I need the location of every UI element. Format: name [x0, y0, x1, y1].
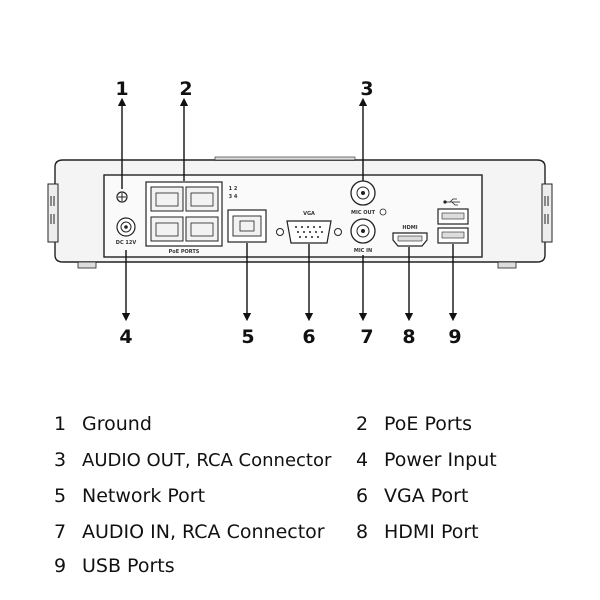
callout-2: 2	[179, 78, 192, 100]
port-numbers-top: 1 2	[229, 186, 238, 192]
callout-arrows	[117, 97, 458, 322]
legend: 1 Ground 2 PoE Ports 3 AUDIO OUT, RCA Conne…	[0, 400, 600, 600]
mic-out-label: MIC OUT	[351, 210, 376, 216]
legend-label: AUDIO IN, RCA Connector	[82, 521, 325, 543]
legend-label: USB Ports	[82, 555, 175, 577]
audio-in-rca: MIC IN	[350, 218, 376, 254]
legend-item: 4 Power Input	[356, 449, 497, 471]
callout-5: 5	[241, 326, 254, 348]
legend-number: 6	[356, 485, 369, 507]
vga-label: VGA	[303, 211, 315, 217]
legend-number: 5	[54, 485, 67, 507]
legend-label: VGA Port	[384, 485, 469, 507]
audio-out-rca: MIC OUT	[350, 180, 387, 216]
usb-icon	[443, 198, 460, 206]
left-vents	[47, 183, 59, 243]
legend-label: Ground	[82, 413, 152, 435]
dc-in-label: DC 12V	[116, 240, 137, 246]
vga-port: VGA	[276, 211, 342, 244]
usb-ports	[437, 198, 469, 244]
foot-left	[77, 261, 97, 269]
power-input-jack: DC 12V	[116, 217, 137, 246]
callout-4: 4	[119, 326, 132, 348]
legend-number: 8	[356, 521, 369, 543]
callout-6: 6	[302, 326, 315, 348]
legend-item: 5 Network Port	[54, 485, 205, 507]
hdmi-label: HDMI	[402, 225, 417, 231]
legend-item: 3 AUDIO OUT, RCA Connector	[54, 449, 331, 472]
callout-8: 8	[402, 326, 415, 348]
poe-ports: PoE PORTS 1 2 3 4	[145, 181, 238, 255]
legend-item: 1 Ground	[54, 413, 152, 435]
device-chassis	[47, 156, 553, 269]
legend-item: 9 USB Ports	[54, 555, 175, 577]
legend-label: AUDIO OUT, RCA Connector	[82, 450, 332, 471]
rear-panel-diagram: DC 12V PoE PORTS 1 2 3 4 VGA	[47, 78, 553, 348]
callout-3: 3	[360, 78, 373, 100]
legend-item: 6 VGA Port	[356, 485, 468, 507]
foot-right	[497, 261, 517, 269]
legend-number: 7	[54, 521, 67, 543]
legend-number: 2	[356, 413, 369, 435]
ground-screw	[116, 191, 128, 203]
hdmi-port: HDMI	[392, 225, 428, 247]
callout-1: 1	[115, 78, 128, 100]
right-vents	[541, 183, 553, 243]
legend-item: 2 PoE Ports	[356, 413, 472, 435]
legend-label: Power Input	[384, 449, 497, 471]
poe-ports-label: PoE PORTS	[169, 249, 200, 255]
legend-label: Network Port	[82, 485, 206, 507]
legend-item: 7 AUDIO IN, RCA Connector	[54, 521, 325, 543]
legend-number: 4	[356, 449, 369, 471]
legend-number: 1	[54, 413, 67, 435]
legend-number: 9	[54, 555, 67, 577]
network-port	[227, 209, 267, 243]
callout-9: 9	[448, 326, 461, 348]
legend-label: PoE Ports	[384, 413, 473, 435]
mic-in-label: MIC IN	[354, 248, 372, 254]
callout-7: 7	[360, 326, 373, 348]
legend-label: HDMI Port	[384, 521, 479, 543]
legend-number: 3	[54, 449, 67, 471]
port-numbers-bottom: 3 4	[229, 194, 238, 200]
legend-item: 8 HDMI Port	[356, 521, 479, 543]
